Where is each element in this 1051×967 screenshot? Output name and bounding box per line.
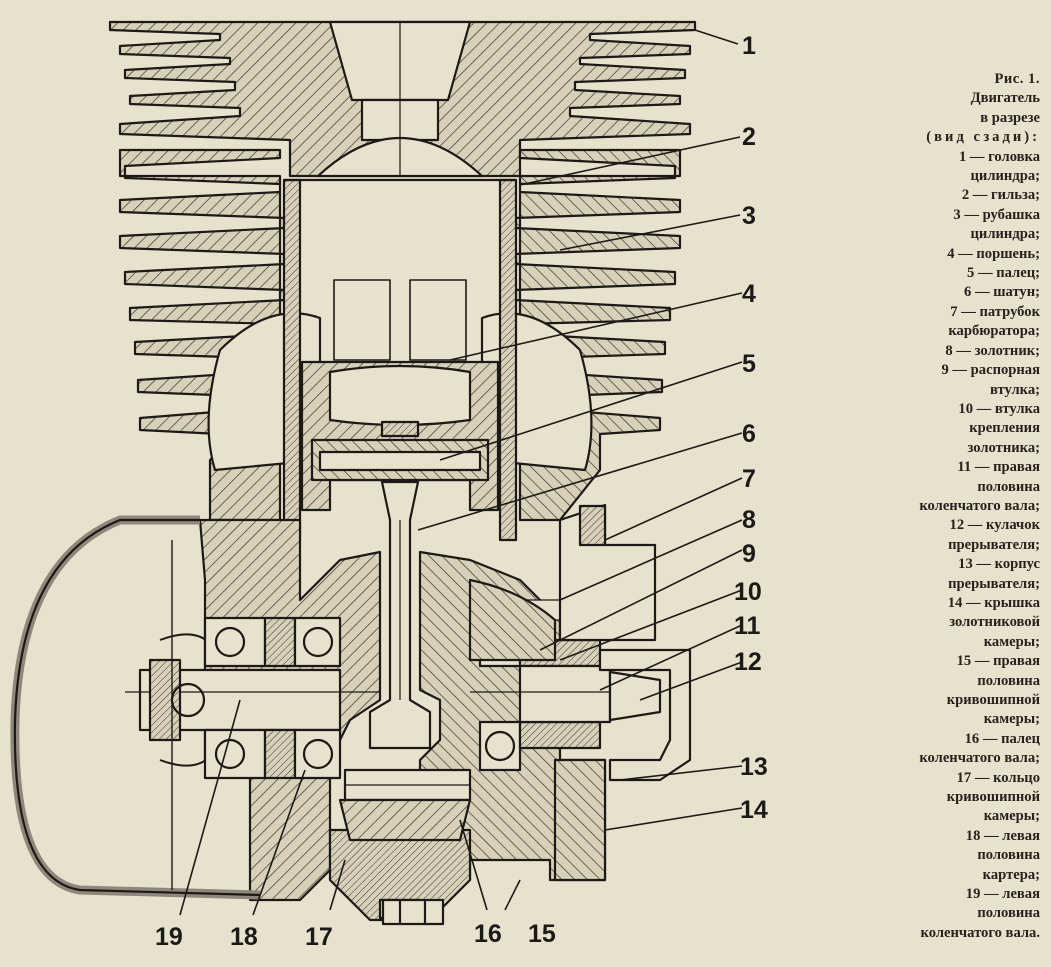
cylinder-liner	[282, 178, 518, 542]
callout-15: 15	[528, 920, 556, 948]
callout-4: 4	[742, 280, 756, 308]
legend-item-3: 3 — рубашка цилиндра;	[953, 206, 1040, 243]
callout-3: 3	[742, 202, 756, 230]
callout-2: 2	[742, 123, 756, 151]
valve-chamber-cover	[553, 758, 607, 882]
rotary-valve	[468, 578, 557, 662]
legend-item-8: 8 — золотник;	[945, 342, 1040, 359]
legend-item-12: 12 — кулачок прерывателя;	[948, 517, 1040, 553]
legend-item-1: 1 — головка цилиндра;	[958, 148, 1040, 185]
legend-item-10: 10 — втулка крепления золотника;	[958, 400, 1040, 456]
leader-lines	[179, 29, 743, 916]
engine-cross-section-drawing: 1 2 3 4 5 6 7 8 9 10 11 12 13 14 15 16 1…	[10, 20, 768, 951]
legend-item-7: 7 — патрубок карбюратора;	[948, 303, 1040, 340]
callout-8: 8	[742, 506, 756, 534]
caption-title-line: в разрезе	[980, 109, 1040, 126]
caption-title-line: Двигатель	[970, 90, 1040, 107]
legend-item-13: 13 — корпус прерывателя;	[948, 556, 1040, 592]
caption-title-line: Рис. 1.	[994, 71, 1040, 87]
legend-list: 1 — головка цилиндра; 2 — гильза; 3 — ру…	[868, 148, 1040, 944]
callout-13: 13	[740, 753, 768, 781]
legend-item-14: 14 — крышка золотниковой камеры;	[947, 594, 1040, 650]
legend-item-11: 11 — правая половина коленчатого вала;	[919, 459, 1040, 514]
callout-17: 17	[305, 923, 333, 951]
legend-item-18: 18 — левая половина картера;	[965, 827, 1040, 883]
connecting-rod	[368, 480, 432, 750]
mounting-bolt	[381, 898, 445, 926]
legend-item-6: 6 — шатун;	[964, 284, 1040, 301]
callout-18: 18	[230, 923, 258, 951]
callout-19: 19	[155, 923, 183, 951]
piston-pin	[310, 438, 490, 482]
cylinder-head	[108, 20, 697, 178]
carburettor-inlet	[558, 503, 657, 642]
callout-9: 9	[742, 540, 756, 568]
legend-item-16: 16 — палец коленчатого вала;	[919, 730, 1040, 767]
figure-caption: Рис. 1. Двигатель в разрезе (вид сзади):…	[868, 70, 1040, 943]
callout-14: 14	[740, 796, 768, 824]
crankcase-outer-shell	[10, 515, 261, 900]
callout-6: 6	[742, 420, 756, 448]
legend-item-2: 2 — гильза;	[961, 187, 1040, 204]
legend-item-17: 17 — кольцо кривошипной камеры;	[946, 769, 1040, 825]
caption-title-line: (вид сзади):	[926, 129, 1040, 146]
callout-11: 11	[734, 612, 761, 640]
callout-numbers: 1 2 3 4 5 6 7 8 9 10 11 12 13 14 15 16 1…	[155, 32, 768, 951]
legend-item-15: 15 — правая половина кривошипной камеры;	[946, 653, 1040, 728]
callout-12: 12	[734, 648, 762, 676]
callout-10: 10	[734, 578, 762, 606]
breaker-cam	[608, 670, 662, 722]
legend-item-19: 19 — левая половина коленчатого вала.	[920, 886, 1040, 941]
callout-16: 16	[474, 920, 502, 948]
legend-item-5: 5 — палец;	[967, 265, 1040, 282]
callout-1: 1	[742, 32, 756, 60]
crank-pin	[338, 768, 472, 842]
legend-item-9: 9 — распорная втулка;	[941, 362, 1040, 398]
callout-5: 5	[742, 350, 756, 378]
legend-item-4: 4 — поршень;	[947, 245, 1040, 262]
breaker-housing	[598, 648, 692, 782]
callout-7: 7	[742, 465, 756, 493]
left-bearings	[203, 616, 342, 780]
